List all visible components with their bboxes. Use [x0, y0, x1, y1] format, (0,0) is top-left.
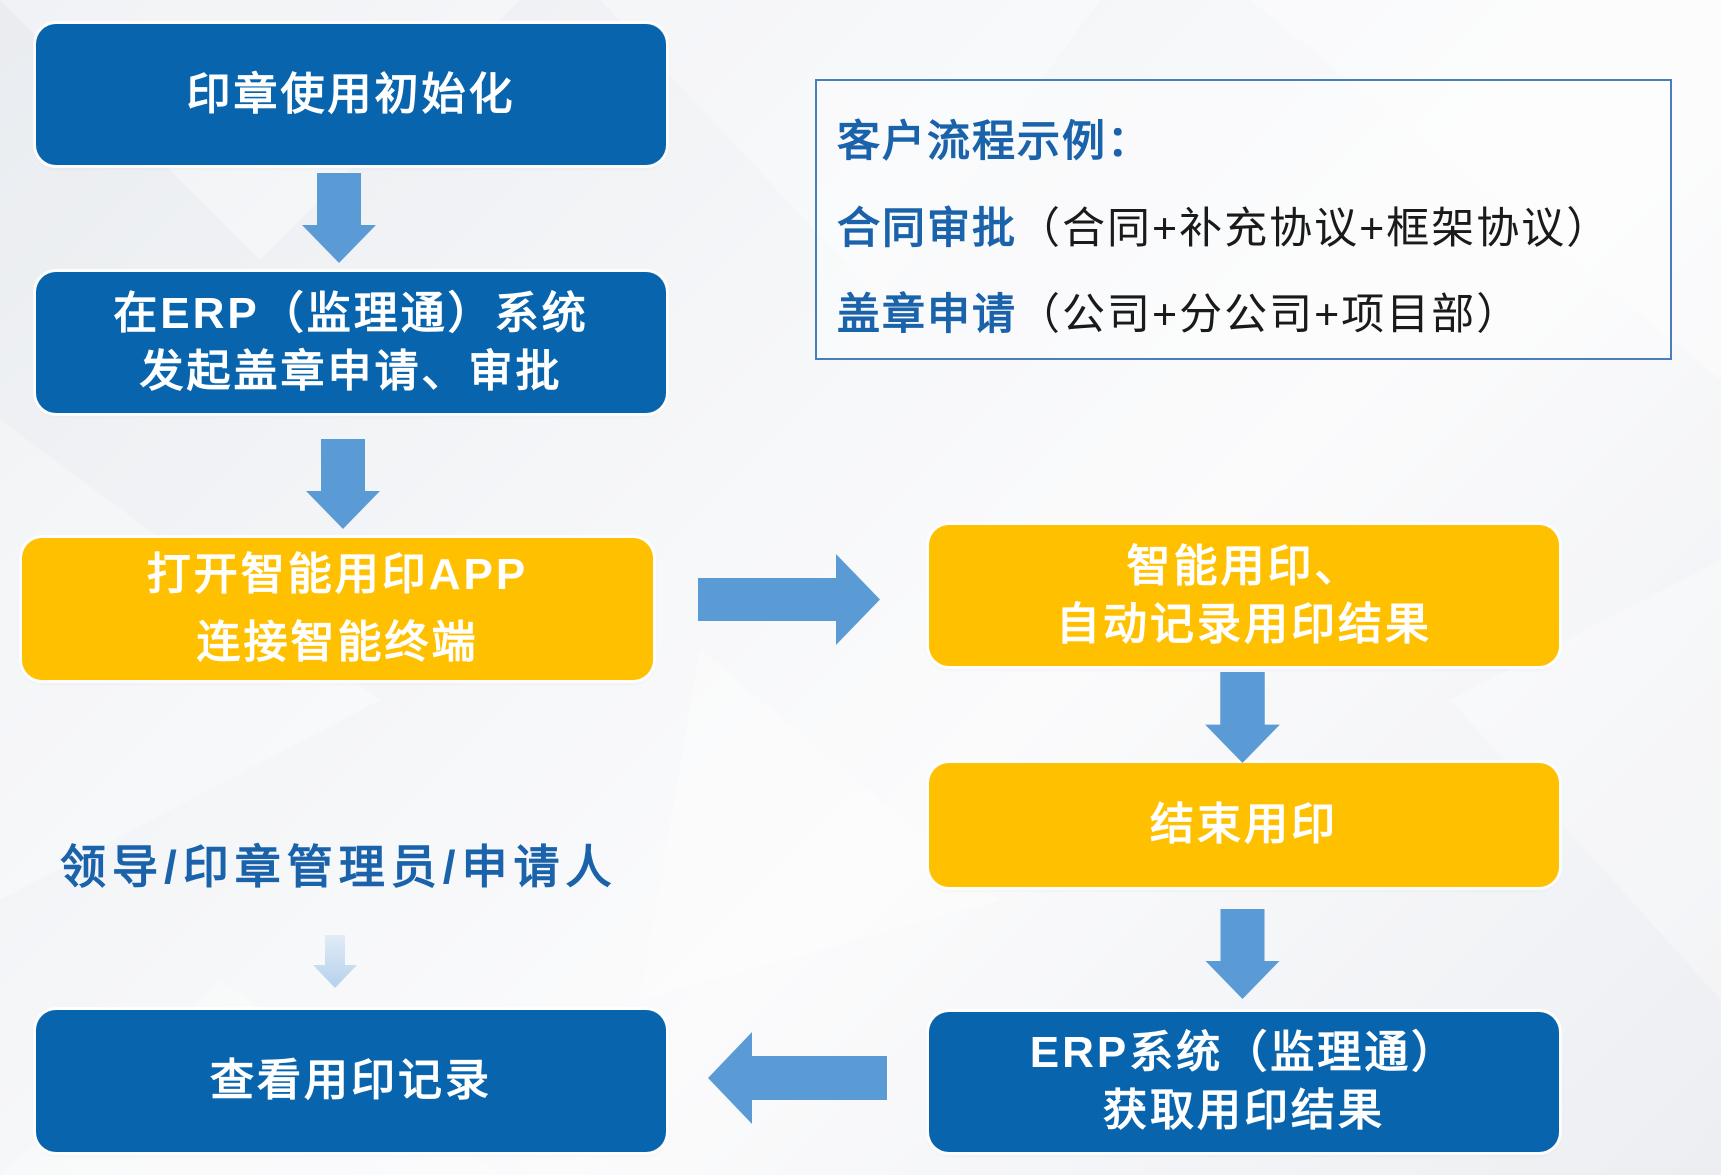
step-label-line1: 打开智能用印APP [146, 550, 529, 599]
step-seal-initialization: 印章使用初始化 [36, 24, 666, 165]
step-label-line1: ERP系统（监理通） [1029, 1028, 1459, 1077]
arrow-down-icon [1205, 672, 1280, 763]
step-smart-seal-auto-record: 智能用印、 自动记录用印结果 [929, 525, 1559, 666]
step-erp-get-result: ERP系统（监理通） 获取用印结果 [929, 1012, 1559, 1152]
example-detail: （公司+分公司+项目部） [1017, 291, 1522, 339]
example-label: 盖章申请 [837, 291, 1017, 339]
arrow-left-icon [708, 1032, 887, 1124]
step-label-line1: 智能用印、 [1126, 541, 1362, 591]
step-label-line2: 发起盖章申请、审批 [139, 346, 563, 396]
step-open-app-connect-terminal: 打开智能用印APP 连接智能终端 [22, 538, 653, 680]
arrow-down-icon [1205, 909, 1280, 999]
customer-process-examples: 客户流程示例： 合同审批（合同+补充协议+框架协议） 盖章申请（公司+分公司+项… [815, 79, 1672, 360]
example-item: 合同审批（合同+补充协议+框架协议） [837, 203, 1611, 255]
step-view-seal-records: 查看用印记录 [36, 1010, 666, 1152]
examples-title: 客户流程示例： [837, 118, 1152, 166]
arrow-down-icon [313, 935, 357, 988]
example-label: 合同审批 [837, 205, 1017, 253]
step-label-line2: 自动记录用印结果 [1056, 599, 1432, 649]
step-label: 结束用印 [1150, 800, 1338, 849]
step-label-line2: 获取用印结果 [1103, 1086, 1385, 1135]
step-label-line2: 连接智能终端 [196, 618, 479, 667]
step-label: 查看用印记录 [210, 1056, 492, 1105]
step-end-seal: 结束用印 [929, 763, 1559, 887]
step-label: 印章使用初始化 [186, 69, 516, 119]
arrow-down-icon [306, 439, 380, 529]
arrow-right-icon [698, 554, 880, 645]
example-item: 盖章申请（公司+分公司+项目部） [837, 289, 1521, 341]
arrow-down-icon [302, 173, 376, 263]
step-erp-apply-approve: 在ERP（监理通）系统 发起盖章申请、审批 [36, 272, 666, 413]
step-label-line1: 在ERP（监理通）系统 [113, 288, 589, 338]
roles-label: 领导/印章管理员/申请人 [60, 841, 618, 893]
example-detail: （合同+补充协议+框架协议） [1017, 205, 1612, 253]
